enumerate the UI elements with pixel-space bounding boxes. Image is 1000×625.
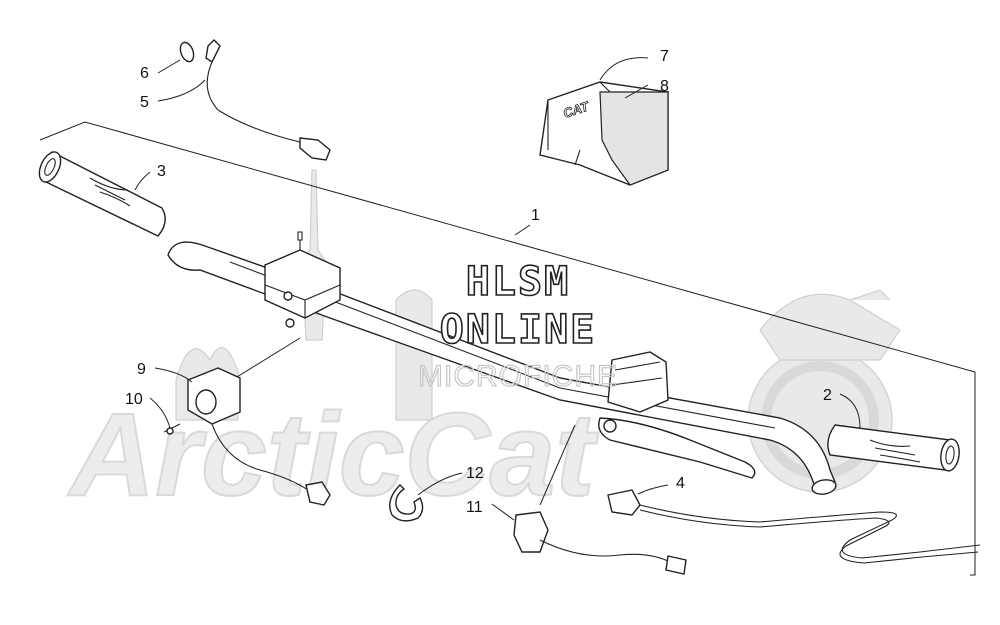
callout-7: 7 [660, 48, 669, 65]
part-2-right-grip [827, 424, 960, 472]
callout-5: 5 [140, 94, 149, 111]
reference-frame-lines [39, 121, 976, 576]
callout-1: 1 [531, 207, 540, 224]
callout-8: 8 [660, 78, 669, 95]
part-5-6-grip-wire [179, 39, 331, 161]
part-3-left-grip [38, 150, 166, 237]
callout-9: 9 [137, 361, 146, 378]
part-12-band [389, 484, 424, 522]
watermark-line3: MICROFICHE [418, 360, 618, 393]
callout-11: 11 [466, 499, 483, 516]
watermark-text: HLSM ONLINE MICROFICHE [417, 258, 618, 393]
callout-6: 6 [140, 65, 149, 82]
watermark-line1: HLSM [466, 259, 570, 305]
watermark-line2: ONLINE [440, 307, 597, 353]
callout-4: 4 [676, 475, 685, 492]
callout-12: 12 [466, 465, 484, 482]
part-handlebar-clamp [231, 231, 341, 381]
callout-labels: 1 2 3 4 5 6 7 8 9 10 11 12 [125, 48, 832, 516]
callout-3: 3 [157, 163, 166, 180]
part-11-switch [513, 511, 687, 575]
callout-2: 2 [823, 387, 832, 404]
part-brake-master-cylinder [539, 351, 756, 506]
part-8-foam [599, 91, 669, 186]
callout-10: 10 [125, 391, 143, 408]
watermark-logo: ArcticCat [67, 389, 599, 521]
part-7-8-handlebar-pad: CAT [539, 81, 669, 186]
leader-lines [134, 57, 861, 521]
part-9-10-left-switch [163, 367, 331, 506]
part-4-harness [607, 489, 981, 564]
